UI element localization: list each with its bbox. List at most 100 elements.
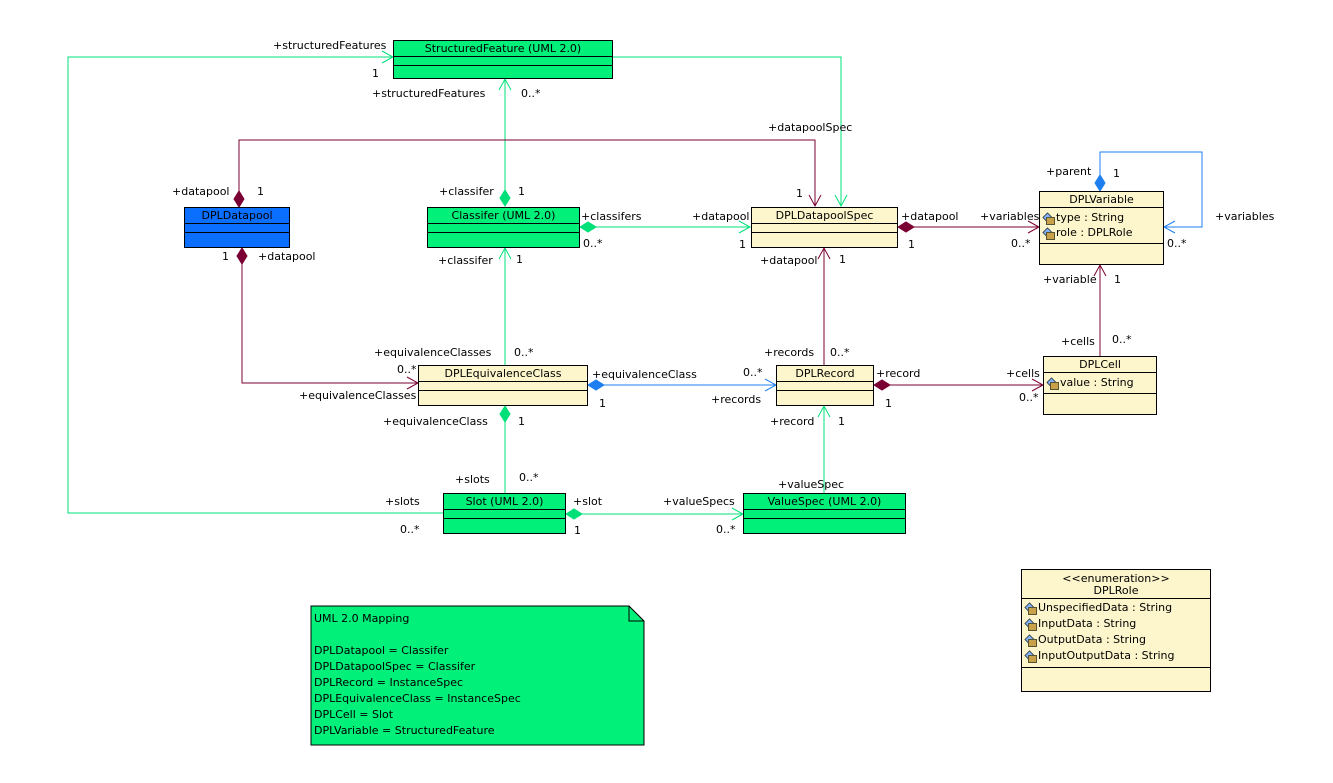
class-name: DPLRole xyxy=(1022,584,1210,599)
role-label: +structuredFeatures xyxy=(372,87,486,100)
class-classifer[interactable]: Classifer (UML 2.0) xyxy=(427,207,580,248)
attribute-text: type : String xyxy=(1056,211,1125,224)
multiplicity-label: 0..* xyxy=(519,471,539,484)
role-label: +classifers xyxy=(581,210,642,223)
role-label: +datapool xyxy=(760,254,818,267)
attribute-icon xyxy=(1042,226,1055,240)
role-label: +valueSpecs xyxy=(663,495,735,508)
arrowhead xyxy=(498,246,512,260)
enum-literal-row: InputData : String xyxy=(1024,616,1208,632)
note-line: DPLVariable = StructuredFeature xyxy=(314,724,495,737)
attribute-row: value : String xyxy=(1046,375,1154,390)
multiplicity-label: 0..* xyxy=(397,363,417,376)
multiplicity-label: 1 xyxy=(739,238,746,251)
class-dpl-record[interactable]: DPLRecord xyxy=(776,365,874,406)
class-name: Slot (UML 2.0) xyxy=(444,494,565,510)
datapool-to-equivalenceclass-line xyxy=(241,248,418,384)
structuredfeature-to-datapoolspec-line xyxy=(613,56,842,206)
operation-compartment xyxy=(777,391,873,399)
attribute-icon xyxy=(1024,618,1037,631)
multiplicity-label: 1 xyxy=(257,185,264,198)
role-label: +equivalenceClass xyxy=(592,368,697,381)
arrowhead xyxy=(808,194,822,208)
attribute-compartment xyxy=(777,382,873,391)
attribute-icon xyxy=(1046,376,1059,390)
enum-literal-row: InputOutputData : String xyxy=(1024,648,1208,664)
operation-compartment xyxy=(444,519,565,527)
multiplicity-label: 0..* xyxy=(514,346,534,359)
role-label: +slots xyxy=(455,473,490,486)
note-line: UML 2.0 Mapping xyxy=(314,612,410,625)
class-name: ValueSpec (UML 2.0) xyxy=(744,494,905,510)
uml-mapping-note[interactable]: UML 2.0 Mapping DPLDatapool = Classifer … xyxy=(311,606,644,745)
composition-diamond xyxy=(579,221,597,233)
role-label: +datapool xyxy=(172,185,230,198)
role-label: +datapoolSpec xyxy=(768,121,853,134)
attribute-icon xyxy=(1042,211,1055,225)
composition-diamond xyxy=(1094,174,1106,192)
composition-diamond xyxy=(236,247,248,265)
role-label: +parent xyxy=(1046,165,1092,178)
multiplicity-label: 1 xyxy=(1113,167,1120,180)
note-fold xyxy=(628,606,644,622)
attribute-compartment xyxy=(744,510,905,519)
multiplicity-label: 1 xyxy=(839,253,846,266)
role-label: +slots xyxy=(385,495,420,508)
slot-to-structuredfeature-line xyxy=(67,56,443,514)
multiplicity-label: 0..* xyxy=(1112,333,1132,346)
class-name: DPLEquivalenceClass xyxy=(419,366,587,382)
attribute-compartment xyxy=(428,224,579,233)
note-line: DPLDatapool = Classifer xyxy=(314,644,449,657)
multiplicity-label: 1 xyxy=(885,397,892,410)
note-line: DPLCell = Slot xyxy=(314,708,394,721)
attribute-text: value : String xyxy=(1060,376,1134,389)
multiplicity-label: 1 xyxy=(1114,273,1121,286)
multiplicity-label: 1 xyxy=(518,415,525,428)
class-dpl-variable[interactable]: DPLVariable type : String role : DPLRole xyxy=(1039,191,1164,265)
role-label: +classifer xyxy=(438,254,493,267)
role-label: +equivalenceClasses xyxy=(374,346,492,359)
note-line: DPLDatapoolSpec = Classifer xyxy=(314,660,476,673)
role-label: +datapool xyxy=(901,210,959,223)
arrowhead xyxy=(1162,220,1176,234)
enum-dpl-role[interactable]: <<enumeration>> DPLRole UnspecifiedData … xyxy=(1021,569,1211,692)
role-label: +datapool xyxy=(692,210,750,223)
multiplicity-label: 1 xyxy=(599,397,606,410)
enum-literal-row: OutputData : String xyxy=(1024,632,1208,648)
role-label: +equivalenceClasses xyxy=(299,389,417,402)
arrowhead xyxy=(834,194,848,208)
multiplicity-label: 0..* xyxy=(716,523,736,536)
class-dpl-datapool[interactable]: DPLDatapool xyxy=(184,207,290,248)
multiplicity-label: 1 xyxy=(908,238,915,251)
class-name: StructuredFeature (UML 2.0) xyxy=(394,41,612,57)
role-label: +slot xyxy=(573,495,603,508)
class-structured-feature[interactable]: StructuredFeature (UML 2.0) xyxy=(393,40,613,79)
role-label: +datapool xyxy=(258,250,316,263)
multiplicity-label: 1 xyxy=(516,253,523,266)
operation-compartment xyxy=(1040,244,1163,252)
attribute-compartment xyxy=(394,57,612,66)
class-dpl-cell[interactable]: DPLCell value : String xyxy=(1043,356,1157,415)
arrowhead xyxy=(817,246,831,260)
note-line: DPLEquivalenceClass = InstanceSpec xyxy=(314,692,521,705)
class-name: DPLVariable xyxy=(1040,192,1163,208)
attribute-compartment xyxy=(185,224,289,233)
attribute-row: type : String xyxy=(1042,210,1161,225)
class-dpl-datapool-spec[interactable]: DPLDatapoolSpec xyxy=(751,207,898,248)
role-label: +cells xyxy=(1061,335,1095,348)
role-label: +variables xyxy=(980,210,1040,223)
composition-diamond xyxy=(499,405,511,423)
class-value-spec[interactable]: ValueSpec (UML 2.0) xyxy=(743,493,906,534)
attribute-row: role : DPLRole xyxy=(1042,225,1161,240)
multiplicity-label: 0..* xyxy=(400,523,420,536)
class-dpl-equivalence-class[interactable]: DPLEquivalenceClass xyxy=(418,365,588,406)
note-text: UML 2.0 Mapping DPLDatapool = Classifer … xyxy=(314,611,521,739)
class-slot[interactable]: Slot (UML 2.0) xyxy=(443,493,566,534)
multiplicity-label: 0..* xyxy=(1011,237,1031,250)
multiplicity-label: 1 xyxy=(518,185,525,198)
note-line xyxy=(314,627,521,643)
class-name: DPLDatapool xyxy=(185,208,289,224)
arrowhead xyxy=(738,220,752,234)
attribute-icon xyxy=(1024,650,1037,663)
